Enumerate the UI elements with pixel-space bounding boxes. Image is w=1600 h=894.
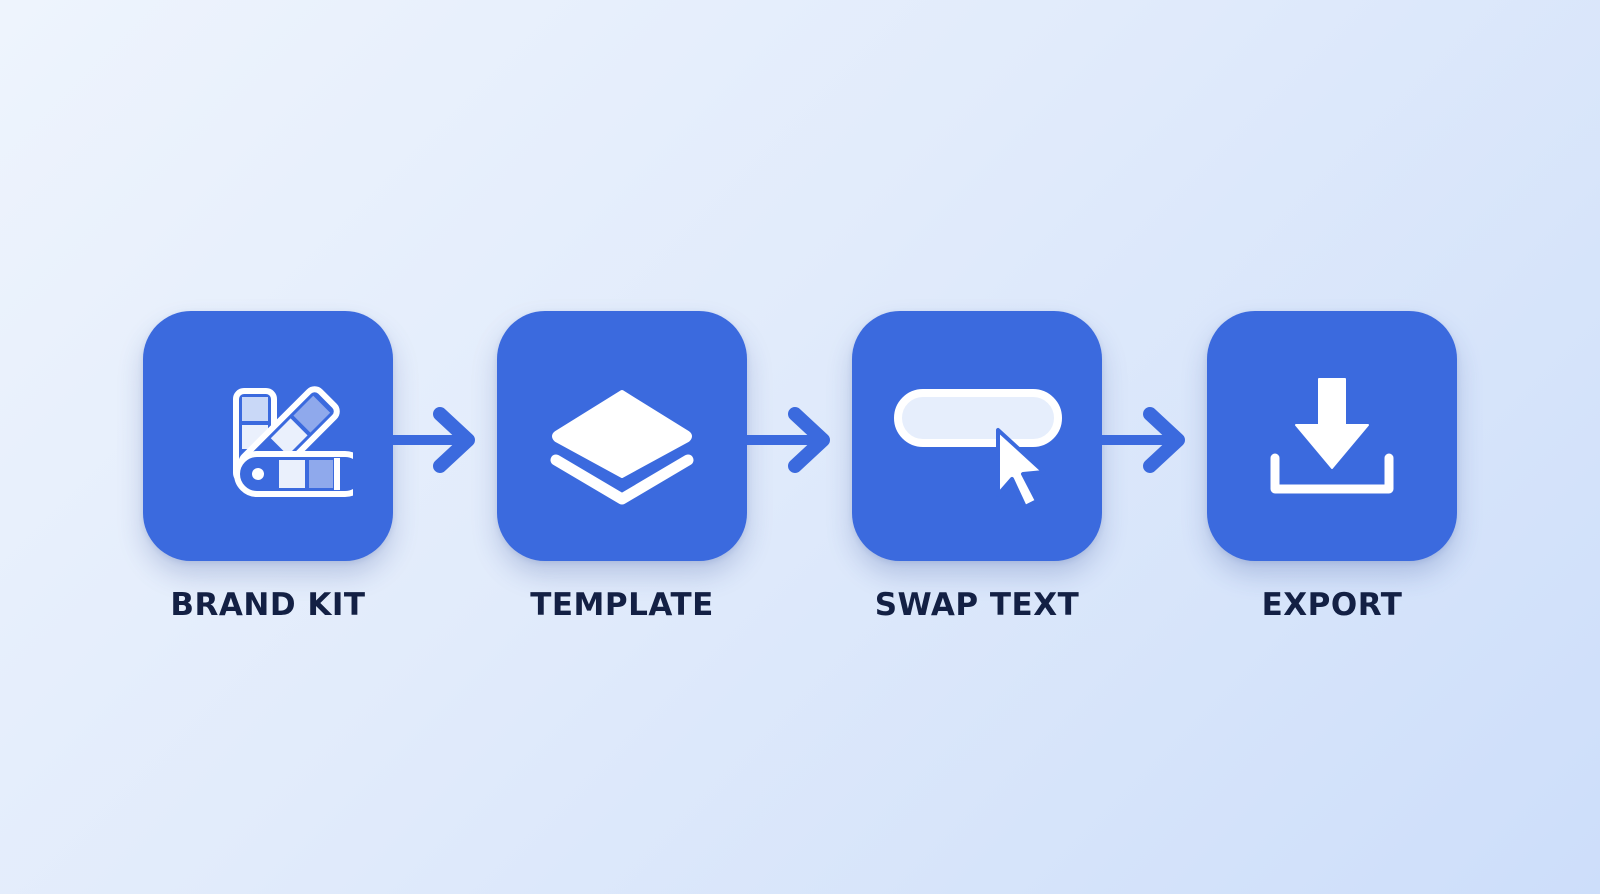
step-swap-text: SWAP TEXT xyxy=(852,311,1102,623)
brand-kit-tile xyxy=(143,311,393,561)
export-tile xyxy=(1207,311,1457,561)
step-export: EXPORT xyxy=(1207,311,1457,623)
step-label-export: EXPORT xyxy=(1261,587,1403,623)
step-template: TEMPLATE xyxy=(497,311,747,623)
arrow-right-icon xyxy=(744,404,840,476)
step-brand-kit: BRAND KIT xyxy=(143,311,393,623)
template-tile xyxy=(497,311,747,561)
text-field-cursor-icon xyxy=(894,389,1062,509)
arrow-right-icon xyxy=(389,404,485,476)
step-label-swap-text: SWAP TEXT xyxy=(874,587,1080,623)
step-label-brand-kit: BRAND KIT xyxy=(170,587,366,623)
color-swatch-icon xyxy=(233,386,353,497)
swap-text-tile xyxy=(852,311,1102,561)
step-label-template: TEMPLATE xyxy=(530,587,714,623)
download-icon xyxy=(1270,378,1394,494)
layers-icon xyxy=(550,390,694,505)
arrow-right-icon xyxy=(1099,404,1195,476)
